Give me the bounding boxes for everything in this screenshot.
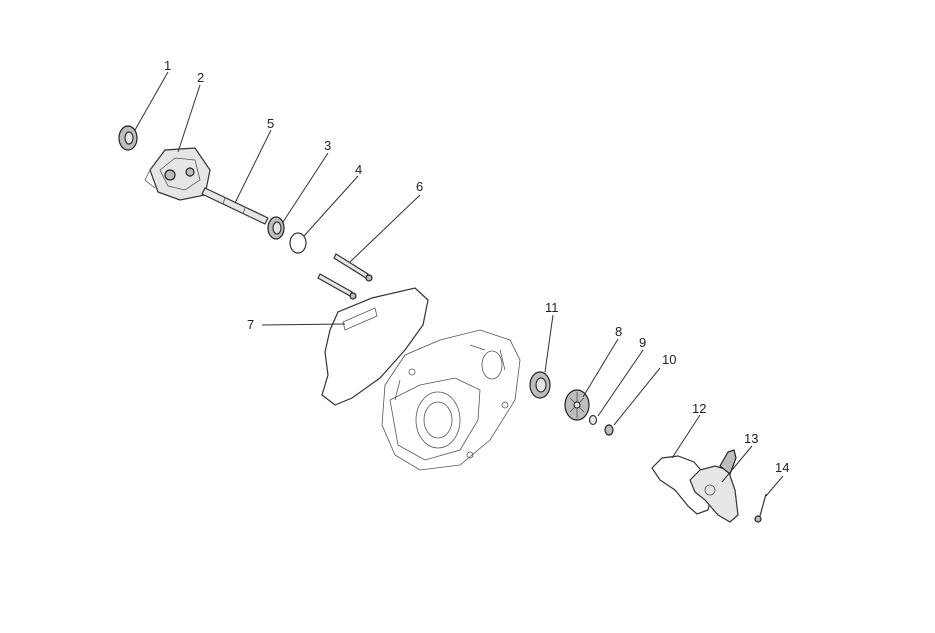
leader-1	[134, 71, 169, 131]
callout-12: 12	[692, 401, 706, 416]
leader-6	[349, 194, 421, 263]
part-6-pins	[317, 253, 373, 300]
leader-lines	[134, 71, 784, 497]
callout-labels: 1 2 3 4 5 6 7 8 9 10 11 12 13 14	[164, 58, 789, 475]
part-3-bearing	[267, 216, 285, 240]
callout-13: 13	[744, 431, 758, 446]
callout-1: 1	[164, 58, 171, 73]
crankcase-housing	[381, 329, 521, 471]
leader-14	[765, 475, 784, 497]
part-8-impeller	[564, 389, 590, 421]
part-2-pump-body	[144, 147, 211, 201]
callout-10: 10	[662, 352, 676, 367]
leader-7	[261, 323, 346, 326]
callout-7: 7	[247, 317, 254, 332]
leader-5	[234, 129, 272, 204]
leader-11	[544, 314, 554, 373]
callout-14: 14	[775, 460, 789, 475]
part-5-shaft	[201, 187, 269, 225]
leader-4	[303, 175, 359, 237]
callout-4: 4	[355, 162, 362, 177]
callout-9: 9	[639, 335, 646, 350]
part-14-screw	[754, 493, 767, 523]
callout-6: 6	[416, 179, 423, 194]
part-13-pump-cover	[689, 449, 739, 523]
leader-2	[177, 84, 201, 153]
leader-9	[597, 349, 644, 417]
part-7-gasket	[321, 287, 429, 406]
leader-8	[582, 338, 619, 398]
part-11-seal	[529, 371, 551, 399]
part-9-washer	[588, 414, 598, 426]
part-4-circlip	[289, 232, 307, 254]
callout-8: 8	[615, 324, 622, 339]
callout-3: 3	[324, 138, 331, 153]
leader-10	[613, 367, 661, 426]
callout-5: 5	[267, 116, 274, 131]
callout-2: 2	[197, 70, 204, 85]
leader-3	[282, 152, 329, 223]
part-1-seal	[118, 125, 138, 151]
leader-13	[721, 445, 753, 483]
callout-11: 11	[545, 300, 559, 315]
leader-12	[671, 414, 701, 459]
part-10-nut	[604, 424, 614, 436]
